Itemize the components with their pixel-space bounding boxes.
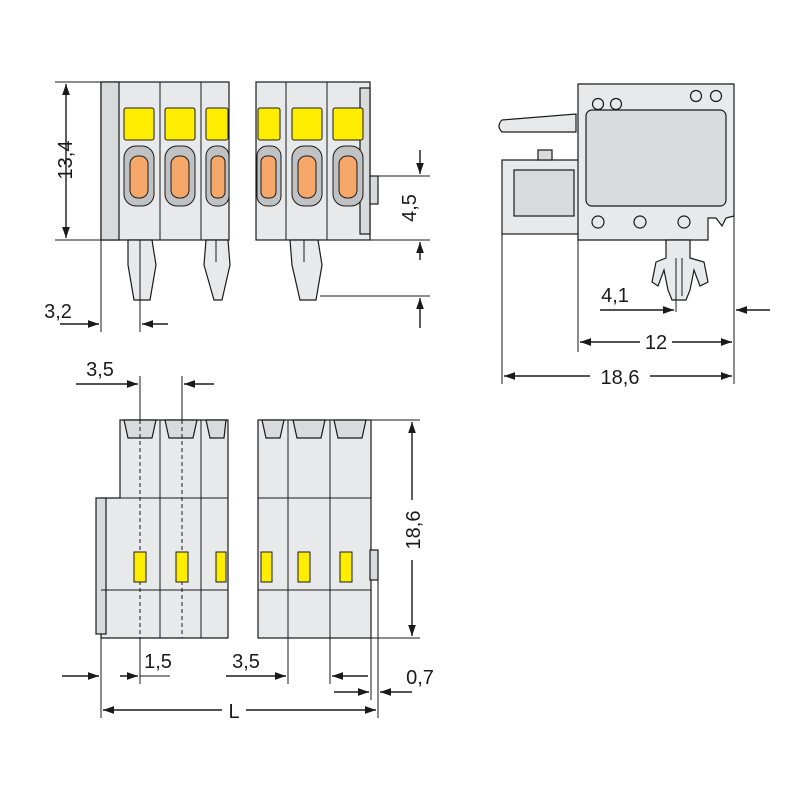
side-lower-inner: [513, 169, 575, 217]
dim-3-5-bottom: 3,5: [232, 651, 260, 673]
dim-18-6-side: 18,6: [601, 367, 640, 389]
dim-4-1: 4,1: [601, 285, 629, 307]
front-poles-right: [256, 107, 364, 207]
dim-L: L: [228, 701, 239, 723]
side-view: 4,1 12 18,6: [498, 83, 770, 389]
dim-18-6-bottom: 18,6: [403, 511, 425, 550]
front-poles-left: [123, 107, 230, 207]
dim-3-5-top: 3,5: [86, 359, 114, 381]
bottom-yellow-windows: [133, 551, 353, 583]
front-pins: [127, 239, 323, 301]
bottom-view: 3,5 18,6 1,5 3,5 0,7 L: [62, 359, 434, 723]
dim-13-4: 13,4: [55, 141, 77, 180]
dim-4-5: 4,5: [399, 194, 421, 222]
front-view: 13,4 4,5 3,2: [44, 81, 430, 332]
side-holes: [591, 89, 723, 229]
dim-1-5: 1,5: [144, 651, 172, 673]
side-pin-clip: [651, 239, 709, 301]
bottom-housing-right: [257, 419, 372, 639]
dim-12: 12: [645, 332, 667, 354]
side-lever: [498, 113, 577, 133]
front-housing-left-edge: [100, 81, 120, 241]
dim-3-2: 3,2: [44, 301, 72, 323]
bottom-housing-left: [100, 419, 229, 639]
dim-0-7: 0,7: [406, 667, 434, 689]
bottom-pole-tops: [123, 419, 367, 439]
